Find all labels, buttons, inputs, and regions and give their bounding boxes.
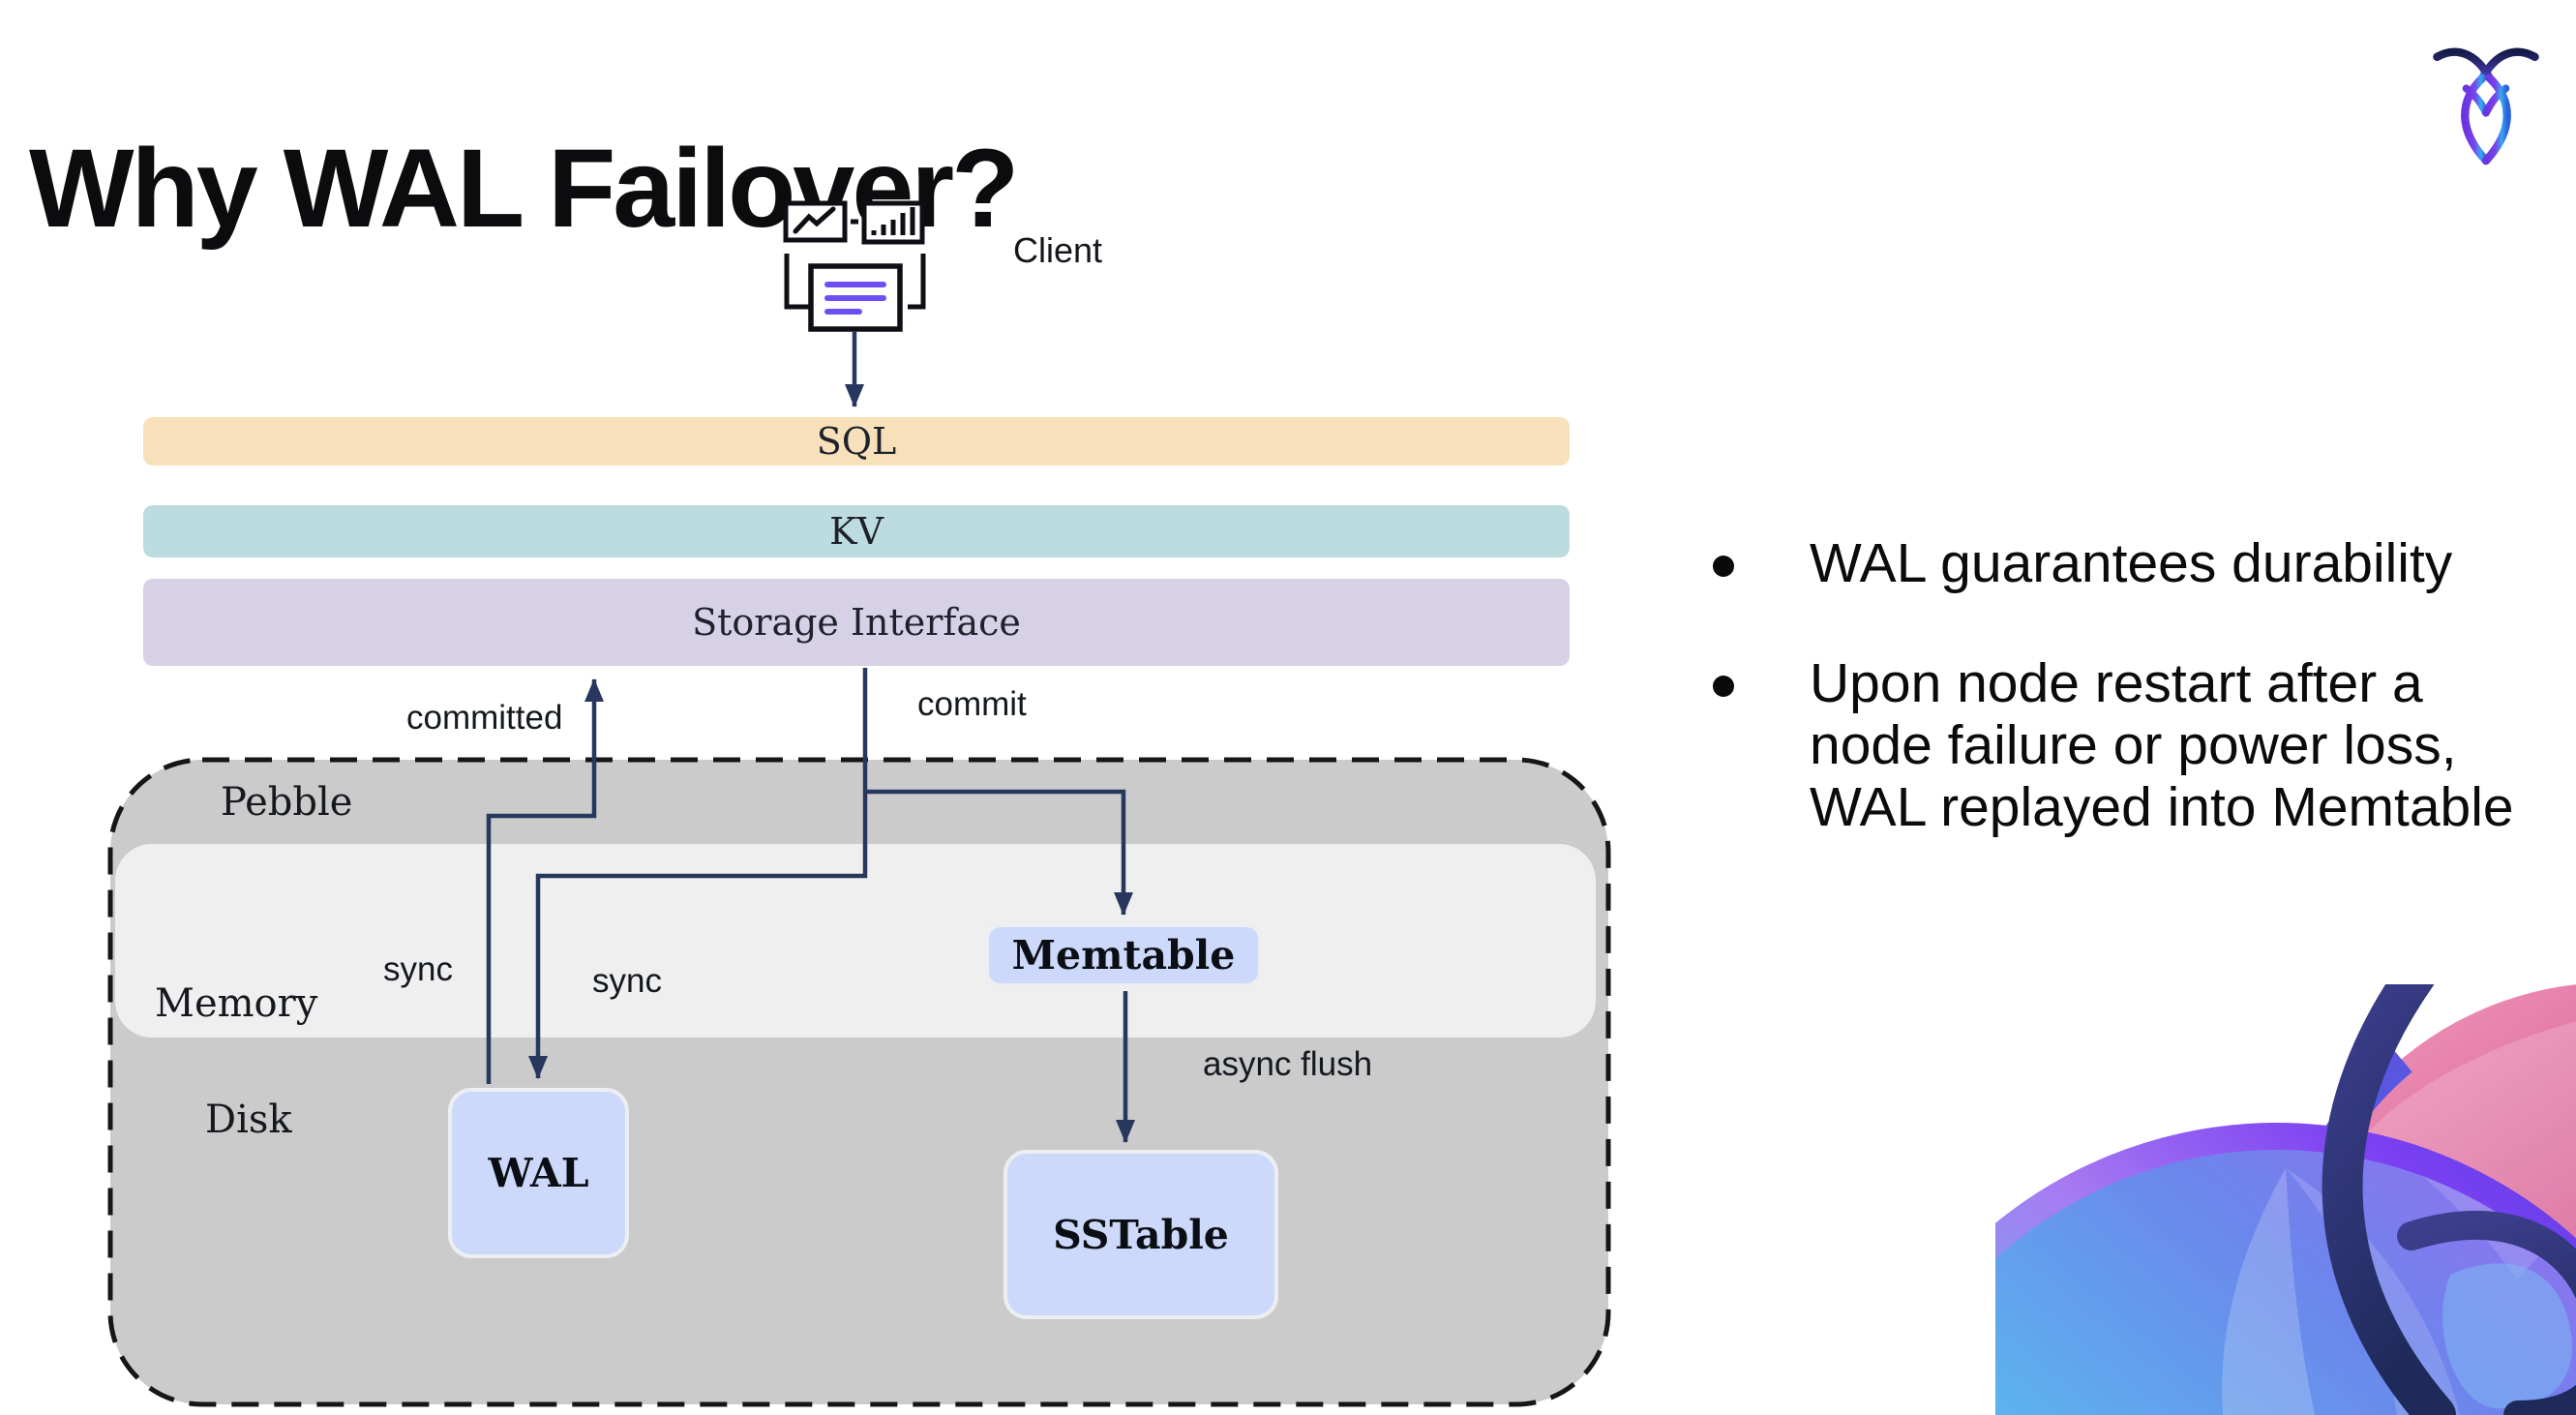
edge-label-commit: commit	[917, 685, 1027, 723]
art-leaf-wedge	[2222, 1168, 2315, 1415]
art-navy-leaf-outline	[2397, 1210, 2576, 1415]
edge-label-committed: committed	[406, 699, 563, 737]
bullet-text: WAL guarantees durability	[1810, 532, 2453, 594]
art-leaf-fill	[2442, 1263, 2573, 1409]
cockroachdb-brand-art	[1995, 984, 2576, 1415]
edge-label-sync-left: sync	[383, 950, 453, 988]
bullet-item-replay: Upon node restart after a node failure o…	[1713, 652, 2545, 838]
art-navy-band	[2321, 984, 2456, 1415]
bullet-dot	[1713, 676, 1734, 697]
bullet-list: WAL guarantees durability Upon node rest…	[1713, 532, 2545, 838]
bar-chart-glyph	[871, 207, 915, 235]
memtable-box: Memtable	[985, 923, 1262, 987]
layer-storage-interface: Storage Interface	[143, 579, 1570, 666]
pebble-label: Pebble	[221, 780, 353, 825]
document-text-lines	[824, 282, 886, 315]
line-chart-glyph	[793, 206, 836, 234]
logo-body-left	[2461, 74, 2491, 166]
layer-storage-label: Storage Interface	[692, 601, 1021, 644]
client-workstation-icon	[783, 200, 926, 332]
bullet-dot	[1713, 556, 1734, 577]
bracket-right-icon	[908, 254, 926, 310]
cockroachdb-logo-icon	[2433, 47, 2539, 166]
memory-label: Memory	[155, 981, 318, 1026]
bullet-text: Upon node restart after a node failure o…	[1810, 652, 2514, 838]
layer-kv-label: KV	[829, 510, 884, 553]
logo-vein-right	[2482, 84, 2510, 117]
logo-antenna-right	[2478, 47, 2539, 82]
edge-label-sync-right: sync	[592, 962, 662, 1000]
wal-box-label: WAL	[488, 1150, 589, 1196]
layer-sql: SQL	[143, 417, 1570, 466]
bracket-left-icon	[784, 254, 816, 310]
page-title: Why WAL Failover?	[29, 127, 1019, 252]
layer-kv: KV	[143, 505, 1570, 557]
wal-box: WAL	[448, 1088, 629, 1258]
art-blue-dome	[1995, 1139, 2576, 1415]
layer-sql-label: SQL	[816, 420, 897, 463]
bullet-item-durability: WAL guarantees durability	[1713, 532, 2545, 594]
client-label: Client	[1013, 230, 1103, 270]
memory-region	[115, 844, 1596, 1038]
logo-body-right	[2481, 74, 2511, 166]
disk-label: Disk	[205, 1098, 292, 1142]
sstable-box-label: SSTable	[1053, 1211, 1229, 1258]
memtable-box-label: Memtable	[1011, 932, 1236, 978]
edge-label-async-flush: async flush	[1203, 1045, 1373, 1083]
sstable-box: SSTable	[1003, 1150, 1278, 1319]
